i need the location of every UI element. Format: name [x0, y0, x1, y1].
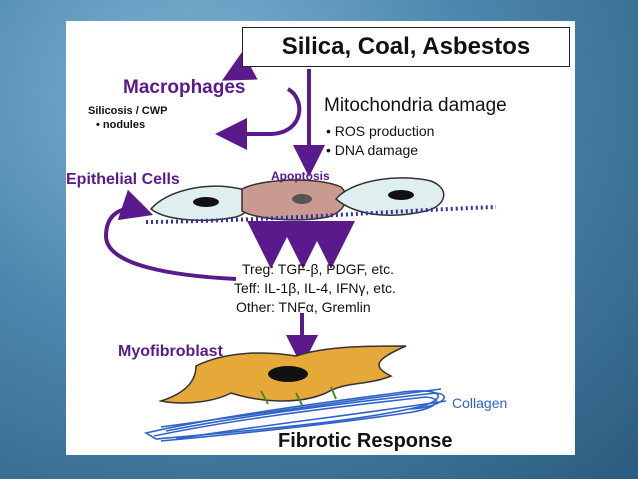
- mito-bullet-ros: • ROS production: [326, 123, 435, 139]
- collagen-label: Collagen: [452, 395, 508, 411]
- mito-bullet-dna: • DNA damage: [326, 142, 419, 158]
- mitochondria-label: Mitochondria damage: [324, 95, 507, 116]
- green-arrow-3: [330, 386, 337, 400]
- macrophages-bullet: • nodules: [96, 119, 146, 131]
- apoptosis-label: Apoptosis: [271, 169, 330, 183]
- macrophages-label: Macrophages: [123, 77, 246, 98]
- green-arrow-1: [260, 390, 269, 405]
- epithelial-cell-right: [334, 177, 445, 216]
- fibrotic-label: Fibrotic Response: [278, 430, 453, 452]
- epithelial-label: Epithelial Cells: [66, 171, 180, 188]
- slide: Silica, Coal, Asbestos Macrophages Silic…: [66, 21, 575, 455]
- cytokine-other: Other: TNFα, Gremlin: [236, 299, 371, 315]
- apoptotic-cell: [241, 179, 347, 221]
- green-arrow-2: [295, 392, 303, 406]
- cytokine-teff: Teff: IL-1β, IL-4, IFNγ, etc.: [234, 280, 396, 296]
- epithelial-cell-left: [149, 185, 253, 221]
- macrophages-disease: Silicosis / CWP: [88, 105, 168, 117]
- diagram-graphics: [103, 51, 497, 442]
- collagen-fibers: [143, 388, 447, 442]
- arrow-feedback-loop: [103, 189, 237, 281]
- basement-membrane: [145, 205, 497, 224]
- arrow-to-nodules: [215, 87, 302, 150]
- cytokine-treg: Treg: TGF-β, PDGF, etc.: [242, 261, 394, 277]
- title: Silica, Coal, Asbestos: [242, 27, 570, 67]
- myofibroblast-label: Myofibroblast: [118, 343, 223, 360]
- myofibroblast-nucleus: [268, 366, 308, 382]
